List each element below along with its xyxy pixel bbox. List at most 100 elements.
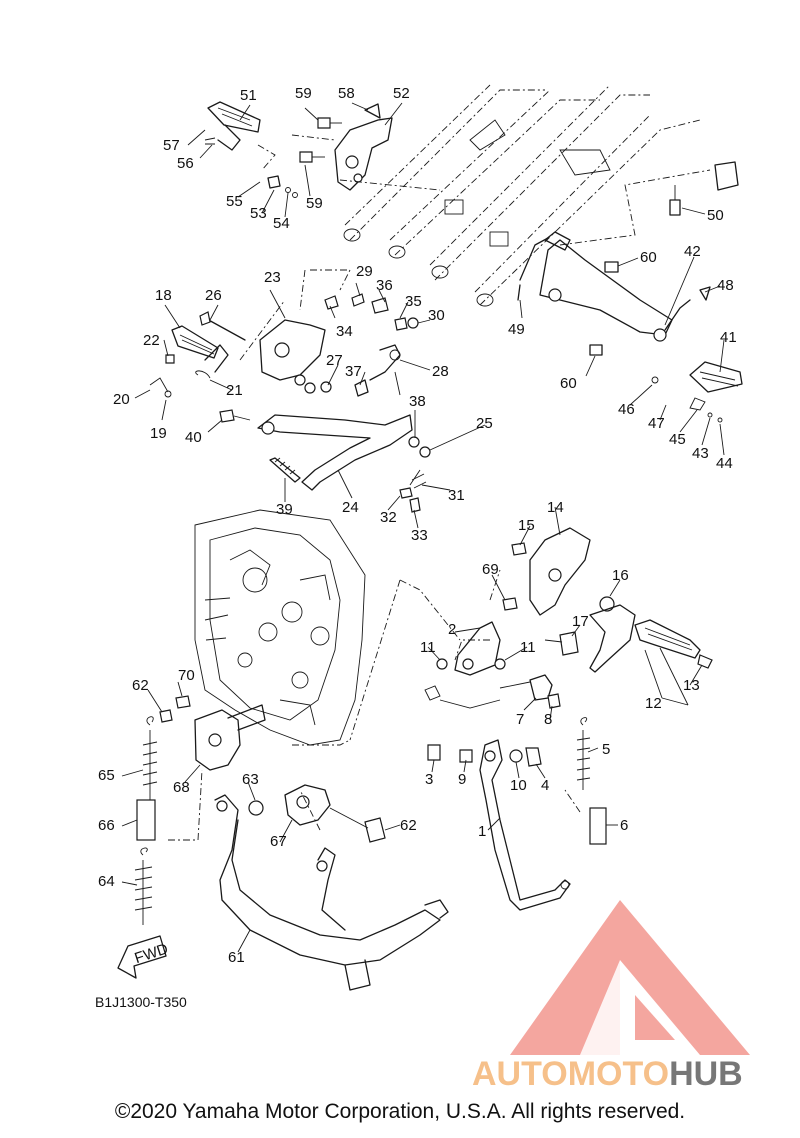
callout-23: 23	[264, 269, 281, 286]
bracket-2	[454, 621, 501, 676]
plate-58	[364, 103, 381, 119]
callout-33: 33	[411, 527, 428, 544]
callout-3: 3	[425, 771, 433, 788]
copyright-notice: ©2020 Yamaha Motor Corporation, U.S.A. A…	[114, 1100, 686, 1123]
callout-17: 17	[572, 613, 589, 630]
callout-8: 8	[544, 711, 552, 728]
callout-53: 53	[250, 205, 267, 222]
logo-wordmark: AUTOMOTOHUB	[472, 1055, 743, 1090]
callout-15: 15	[518, 517, 535, 534]
callout-69: 69	[482, 561, 499, 578]
callout-28: 28	[432, 363, 449, 380]
callout-6: 6	[620, 817, 628, 834]
callout-18: 18	[155, 287, 172, 304]
fwd-arrow: FWD	[117, 935, 170, 979]
footrest-51	[207, 101, 261, 133]
bracket-23	[259, 319, 326, 381]
callout-1: 1	[478, 823, 486, 840]
callout-32: 32	[380, 509, 397, 526]
callout-57: 57	[163, 137, 180, 154]
callout-34: 34	[336, 323, 353, 340]
callout-48: 48	[717, 277, 734, 294]
callout-51: 51	[240, 87, 257, 104]
callout-29: 29	[356, 263, 373, 280]
center-stand	[134, 695, 449, 991]
callout-26: 26	[205, 287, 222, 304]
callout-37: 37	[345, 363, 362, 380]
footrest-18	[171, 325, 219, 359]
callout-61: 61	[228, 949, 245, 966]
callout-41: 41	[720, 329, 737, 346]
callout-5: 5	[602, 741, 610, 758]
callout-31: 31	[448, 487, 465, 504]
side-stand-assembly	[349, 527, 713, 911]
callout-44: 44	[716, 455, 733, 472]
callout-30: 30	[428, 307, 445, 324]
callout-59: 59	[306, 195, 323, 212]
callout-54: 54	[273, 215, 290, 232]
spring-39	[269, 457, 301, 483]
callout-47: 47	[648, 415, 665, 432]
callout-66: 66	[98, 817, 115, 834]
automotohub-watermark-logo: AUTOMOTOHUB	[472, 900, 750, 1090]
callout-58: 58	[338, 85, 355, 102]
callout-38: 38	[409, 393, 426, 410]
callout-25: 25	[476, 415, 493, 432]
leader-lines	[121, 102, 725, 953]
callout-9: 9	[458, 771, 466, 788]
callout-43: 43	[692, 445, 709, 462]
bracket-52	[334, 117, 393, 191]
callout-10: 10	[510, 777, 527, 794]
callout-50: 50	[707, 207, 724, 224]
callout-60: 60	[640, 249, 657, 266]
logo-triangle-left	[510, 900, 620, 1055]
callout-49: 49	[508, 321, 525, 338]
callout-42: 42	[684, 243, 701, 260]
callout-21: 21	[226, 382, 243, 399]
bracket-68	[194, 709, 241, 771]
callout-36: 36	[376, 277, 393, 294]
callout-59: 59	[295, 85, 312, 102]
callout-24: 24	[342, 499, 359, 516]
callout-55: 55	[226, 193, 243, 210]
pedal-24	[257, 414, 413, 491]
logo-triangle-right	[620, 900, 750, 1055]
callout-70: 70	[178, 667, 195, 684]
callout-52: 52	[393, 85, 410, 102]
passenger-footrest-right	[517, 161, 743, 423]
callout-45: 45	[669, 431, 686, 448]
callout-11: 11	[420, 639, 436, 656]
footrest-41	[689, 361, 743, 393]
sidestand-1	[479, 739, 571, 911]
callout-62: 62	[132, 677, 149, 694]
callout-60: 60	[560, 375, 577, 392]
callout-14: 14	[547, 499, 564, 516]
callout-12: 12	[645, 695, 662, 712]
callout-62: 62	[400, 817, 417, 834]
callout-16: 16	[612, 567, 629, 584]
callout-68: 68	[173, 779, 190, 796]
brake-pedal-assembly	[149, 269, 431, 513]
bracket-14	[529, 527, 591, 616]
bracket-67	[284, 784, 331, 826]
callout-4: 4	[541, 777, 549, 794]
callout-22: 22	[143, 332, 160, 349]
fwd-label: FWD	[132, 940, 170, 967]
callout-46: 46	[618, 401, 635, 418]
rear-frame-rails	[343, 84, 701, 307]
callout-2: 2	[448, 621, 456, 638]
callout-19: 19	[150, 425, 167, 442]
callout-67: 67	[270, 833, 287, 850]
callout-27: 27	[326, 352, 343, 369]
callout-63: 63	[242, 771, 259, 788]
drawing-code: B1J1300-T350	[95, 994, 187, 1010]
footrest-12	[634, 619, 701, 659]
callout-65: 65	[98, 767, 115, 784]
callout-20: 20	[113, 391, 130, 408]
callout-39: 39	[276, 501, 293, 518]
callout-56: 56	[177, 155, 194, 172]
rider-footrest-top	[204, 101, 441, 198]
callout-64: 64	[98, 873, 115, 890]
